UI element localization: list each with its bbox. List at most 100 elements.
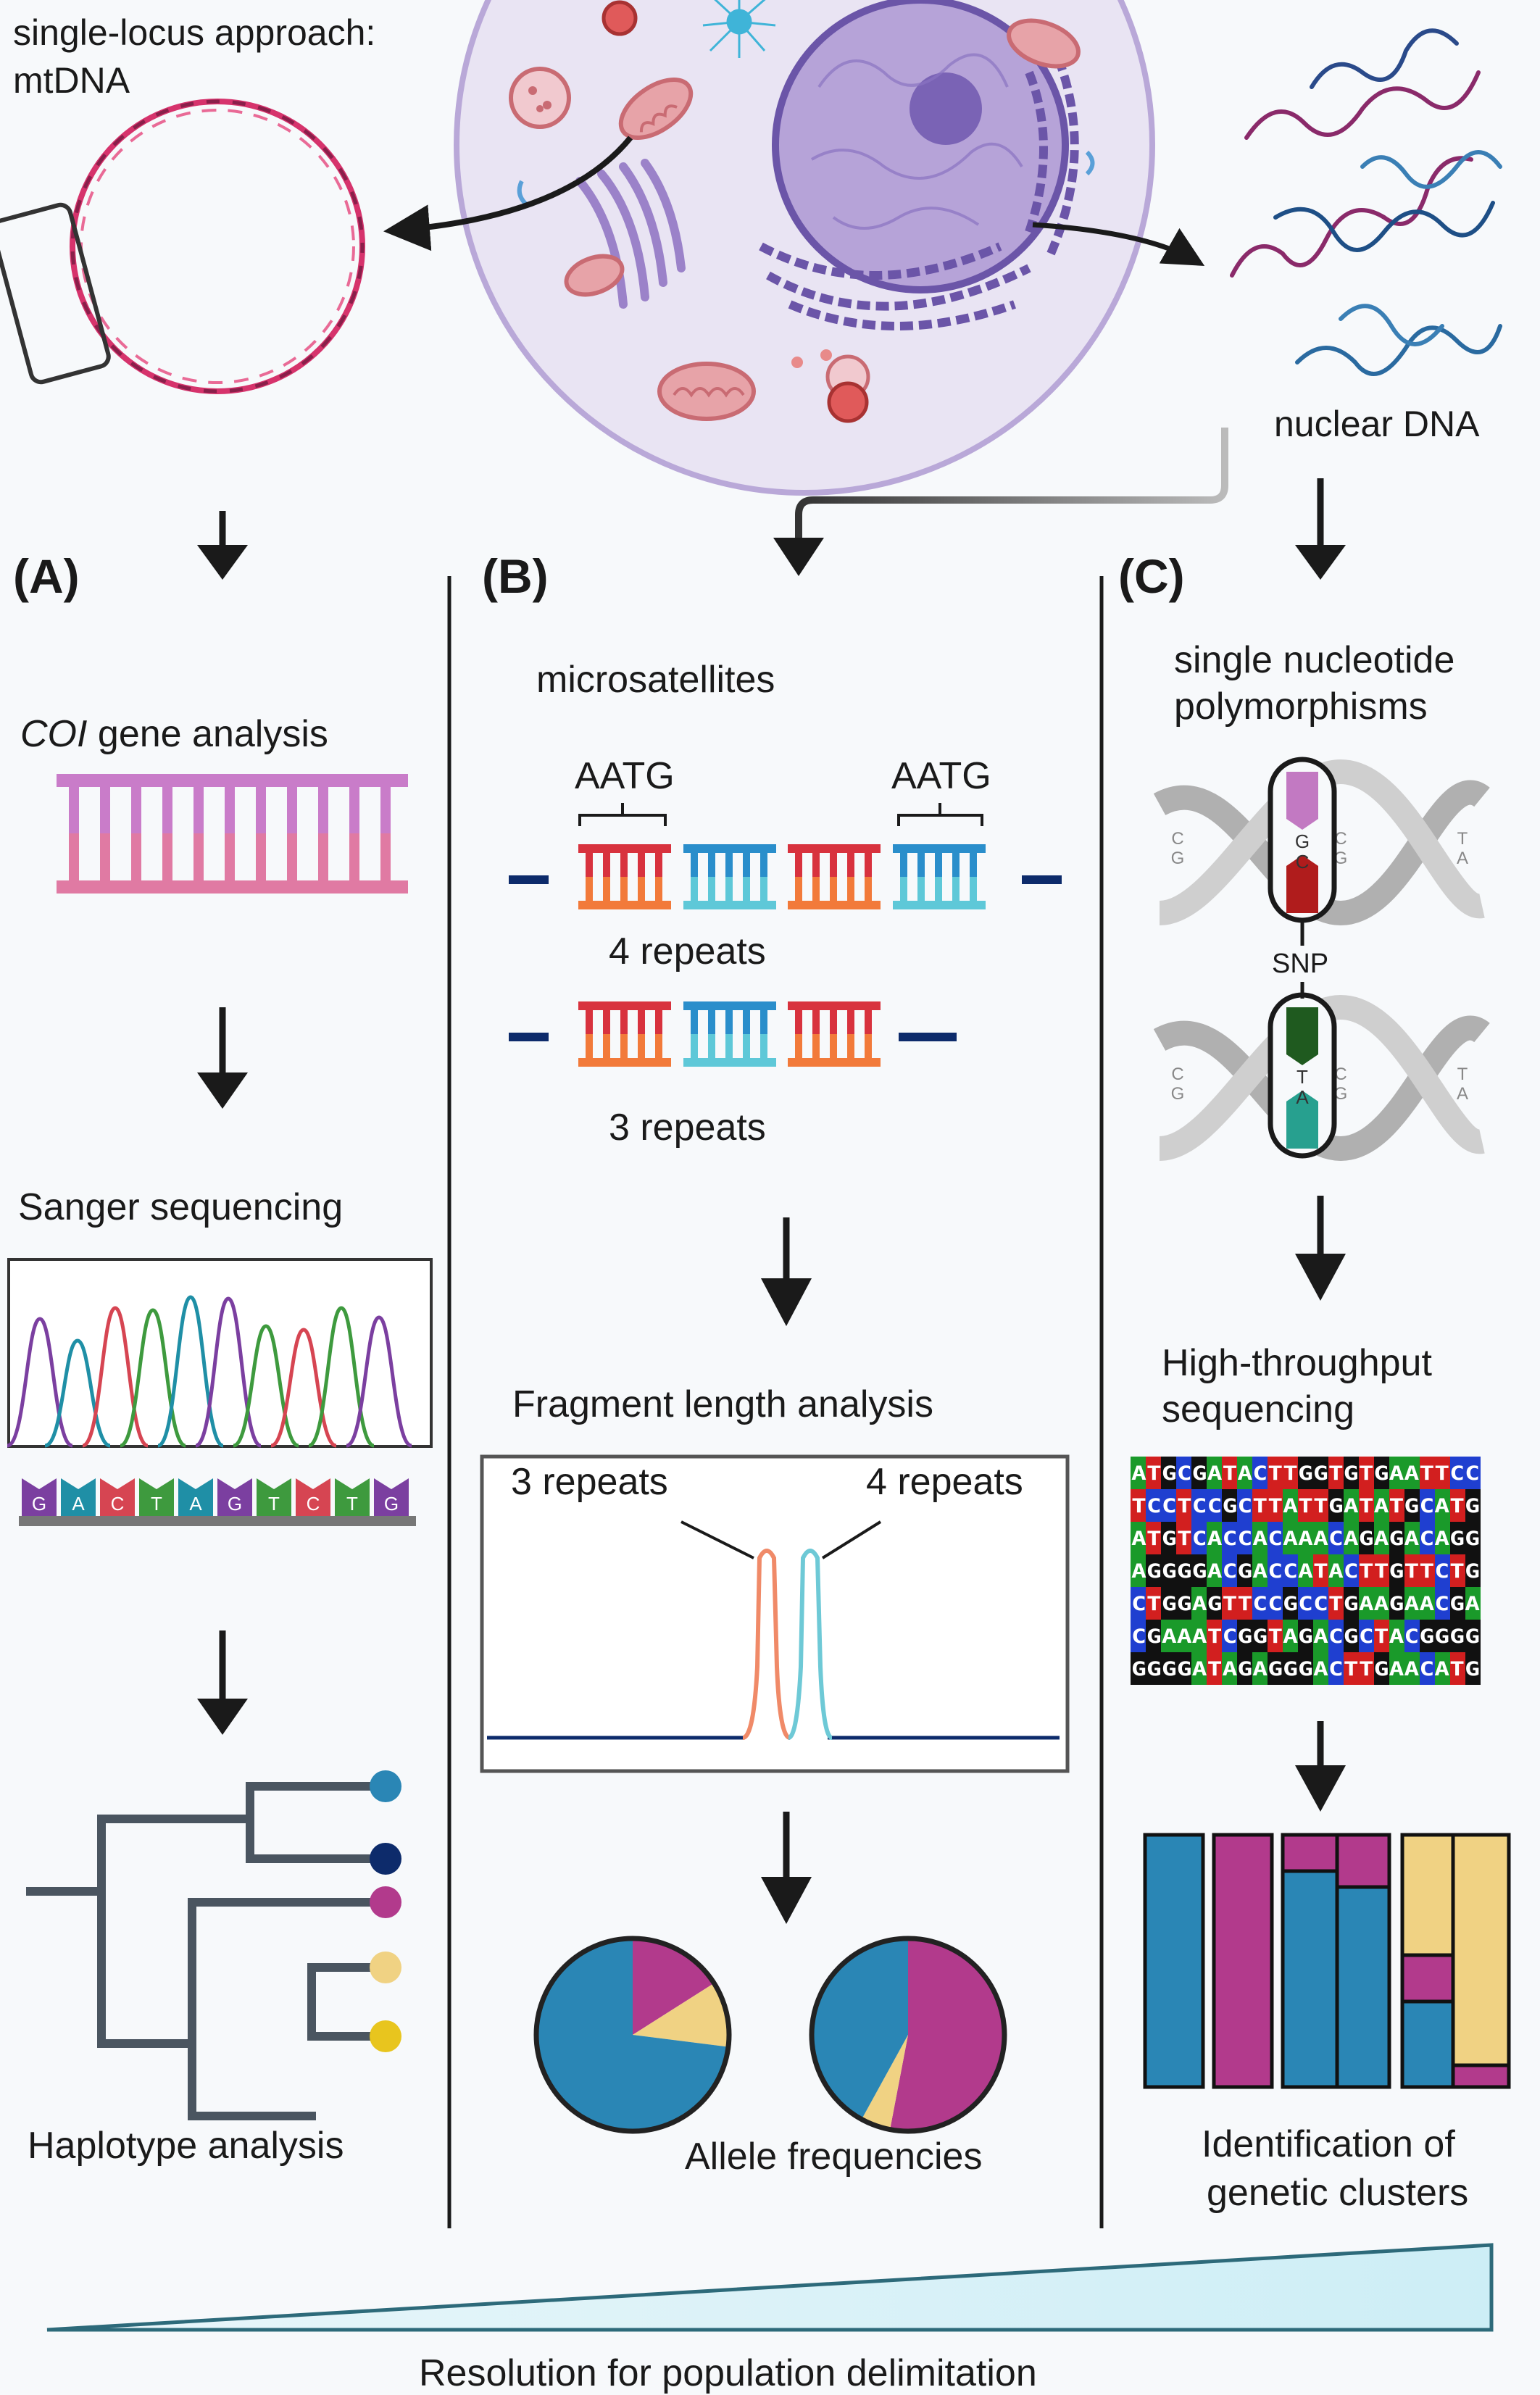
snp-title: polymorphisms bbox=[1174, 686, 1428, 728]
motif-bracket bbox=[578, 803, 667, 826]
base-call bbox=[374, 1478, 409, 1516]
clusters-label: genetic clusters bbox=[1207, 2172, 1468, 2214]
helix-base: G bbox=[1171, 1084, 1185, 1104]
mtdna-label: mtDNA bbox=[13, 60, 130, 101]
allele-frequency-pie bbox=[809, 1936, 1007, 2134]
base-letter: T bbox=[151, 1493, 162, 1515]
chromatogram-peak bbox=[44, 1338, 111, 1448]
fragment-label: Fragment length analysis bbox=[512, 1383, 933, 1425]
helix-base: C bbox=[1171, 829, 1183, 849]
base-letter: A bbox=[72, 1493, 85, 1515]
base-call bbox=[296, 1478, 330, 1516]
motif-bracket bbox=[897, 803, 983, 826]
helix-base: A bbox=[1457, 849, 1468, 868]
sequence-read: AGGGGACGACCATACTTGTTCTG bbox=[1131, 1560, 1480, 1583]
resolution-ramp bbox=[46, 2243, 1494, 2332]
arrow-icon bbox=[1295, 1721, 1346, 1812]
sequence-read: GGGGATAGAGGGACTTGAACATG bbox=[1131, 1658, 1480, 1680]
snp-label: SNP bbox=[1272, 949, 1328, 979]
helix-base: C bbox=[1334, 1065, 1347, 1084]
coi-gene-ladder bbox=[57, 774, 408, 894]
cell-illustration bbox=[454, 0, 1155, 496]
helix-base: A bbox=[1457, 1084, 1468, 1104]
sequence-reads: ATGCGATACTTGGTGTGAATTCCTCCTCCGCTTATTGATA… bbox=[1131, 1457, 1481, 1685]
base-call bbox=[61, 1478, 96, 1516]
mtdna-ring bbox=[0, 99, 365, 394]
helix-base: T bbox=[1457, 1065, 1468, 1084]
pie-slice bbox=[633, 1983, 730, 2047]
base-call bbox=[139, 1478, 174, 1516]
peak-3-repeats bbox=[742, 1549, 791, 1740]
arrow-icon bbox=[761, 1217, 812, 1326]
peak-label: 4 repeats bbox=[866, 1461, 1023, 1503]
haplotype-node bbox=[370, 2020, 401, 2052]
peak-label: 3 repeats bbox=[511, 1461, 668, 1503]
arrow-icon bbox=[197, 511, 248, 580]
clusters-label: Identification of bbox=[1202, 2123, 1455, 2165]
microsatellites-title: microsatellites bbox=[536, 659, 775, 701]
fragment-plot bbox=[480, 1454, 1070, 1773]
base-letter: G bbox=[32, 1493, 46, 1515]
arrow-icon bbox=[761, 1812, 812, 1924]
arrow-icon bbox=[197, 1007, 248, 1109]
vesicle bbox=[602, 0, 638, 36]
helix-base: C bbox=[1334, 829, 1347, 849]
chromatogram-peak bbox=[119, 1308, 187, 1448]
base-call bbox=[335, 1478, 370, 1516]
haplotype-node bbox=[370, 1952, 401, 1983]
golgi-apparatus bbox=[575, 159, 686, 309]
arrow-icon bbox=[773, 428, 1228, 576]
snp-helix: CGGCCGTAGC bbox=[1153, 757, 1490, 926]
pie-slice bbox=[811, 1938, 908, 2120]
snp-base: G bbox=[1295, 830, 1310, 852]
helix-base: T bbox=[1457, 829, 1468, 849]
base-call bbox=[178, 1478, 213, 1516]
helix-base: C bbox=[1171, 1065, 1183, 1084]
snp-base: T bbox=[1296, 1066, 1308, 1088]
base-letter: C bbox=[307, 1493, 320, 1515]
haplotype-node bbox=[370, 1886, 401, 1918]
resolution-label: Resolution for population delimitation bbox=[419, 2352, 1037, 2394]
structure-plot bbox=[1143, 1833, 1511, 2089]
sequence-read: ATGCGATACTTGGTGTGAATTCC bbox=[1131, 1462, 1480, 1485]
sequence-read: CTGGAGTTCCGCCTGAAGAACGA bbox=[1131, 1593, 1480, 1615]
sanger-label: Sanger sequencing bbox=[18, 1186, 343, 1228]
pie-slice bbox=[536, 1938, 728, 2131]
repeats-4-label: 4 repeats bbox=[609, 930, 766, 972]
base-letter: T bbox=[346, 1493, 358, 1515]
microsatellite-4-repeats bbox=[509, 844, 1062, 909]
helix-base: G bbox=[1171, 849, 1185, 868]
arrow-icon bbox=[197, 1630, 248, 1735]
snp-base: C bbox=[1296, 851, 1310, 872]
chromatogram-peak bbox=[270, 1328, 337, 1448]
panel-c-letter: (C) bbox=[1118, 549, 1185, 603]
mitochondrion bbox=[657, 362, 756, 421]
snp-helix: CGTACGTATA bbox=[1153, 920, 1490, 1162]
panel-a-letter: (A) bbox=[13, 549, 80, 603]
haplotype-node bbox=[370, 1770, 401, 1802]
motif-label: AATG bbox=[575, 755, 675, 797]
repeats-3-label: 3 repeats bbox=[609, 1107, 766, 1149]
snp-base: A bbox=[1296, 1086, 1309, 1108]
base-letter: C bbox=[111, 1493, 125, 1515]
allele-frequency-pie bbox=[533, 1936, 732, 2134]
lysosome bbox=[509, 67, 571, 129]
centrosome bbox=[702, 0, 776, 58]
pie-slice bbox=[861, 2035, 908, 2130]
coi-gene-label: COI gene analysis bbox=[20, 713, 328, 755]
haplotype-tree bbox=[26, 1782, 388, 2120]
chromatogram-peak bbox=[345, 1315, 413, 1448]
mitochondrion bbox=[564, 254, 625, 297]
microsatellite-3-repeats bbox=[509, 1001, 957, 1067]
allele-label: Allele frequencies bbox=[685, 2136, 982, 2178]
mitochondrion bbox=[618, 78, 694, 140]
mitochondrion bbox=[1007, 18, 1081, 69]
motif-label: AATG bbox=[891, 755, 991, 797]
base-letter: A bbox=[189, 1493, 202, 1515]
base-call bbox=[100, 1478, 135, 1516]
base-call bbox=[217, 1478, 252, 1516]
mtdna-label: single-locus approach: bbox=[13, 12, 375, 53]
vesicle bbox=[827, 381, 869, 423]
